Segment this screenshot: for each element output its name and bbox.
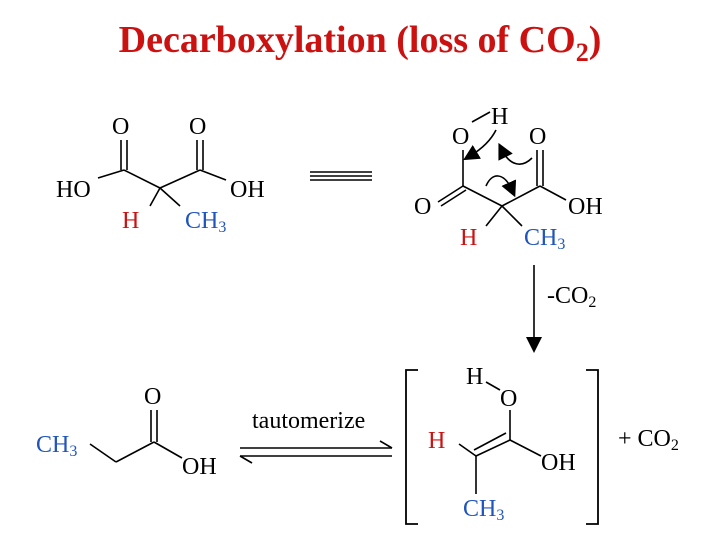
bracket-left [405, 369, 418, 525]
curved-electron-arrow [463, 129, 497, 161]
page-title: Decarboxylation (loss of CO2) [118, 19, 602, 67]
carbonyl-o-right: O [189, 114, 206, 140]
methyl-group: CH3 [36, 432, 77, 460]
hydroxyl-oh: OH [230, 177, 265, 203]
vinyl-hydrogen: H [428, 428, 445, 454]
carbonyl-o-lower: O [414, 194, 431, 220]
bracket-right [586, 369, 599, 525]
co2-byproduct: + CO2 [618, 426, 679, 454]
enol-intermediate [458, 381, 542, 494]
alpha-hydrogen: H [122, 208, 139, 234]
propanoic-acid [89, 410, 183, 463]
hydroxyl-ho: HO [56, 177, 91, 203]
minus-co2-label: -CO2 [547, 283, 596, 311]
enol-oxygen: O [500, 386, 517, 412]
hydroxyl-oh: OH [568, 194, 603, 220]
equilibrium-arrows [239, 440, 393, 464]
equivalence-sign [310, 171, 372, 181]
alpha-hydrogen: H [460, 225, 477, 251]
methyl-group: CH3 [524, 225, 565, 253]
cyclic-transition-state [437, 111, 567, 227]
curved-electron-arrow [498, 142, 533, 165]
curved-electron-arrow [485, 175, 517, 198]
carbonyl-o-left: O [112, 114, 129, 140]
carbonyl-o-right: O [529, 124, 546, 150]
hydroxyl-oh: OH [182, 454, 217, 480]
hydroxyl-oh: OH [541, 450, 576, 476]
carbonyl-o: O [144, 384, 161, 410]
tautomerize-label: tautomerize [252, 408, 365, 434]
methylmalonic-acid [97, 140, 227, 207]
transferred-hydrogen: H [491, 104, 508, 130]
methyl-group: CH3 [463, 496, 504, 524]
enol-hydrogen: H [466, 364, 483, 390]
hydroxyl-o-left: O [452, 124, 469, 150]
methyl-group: CH3 [185, 208, 226, 236]
